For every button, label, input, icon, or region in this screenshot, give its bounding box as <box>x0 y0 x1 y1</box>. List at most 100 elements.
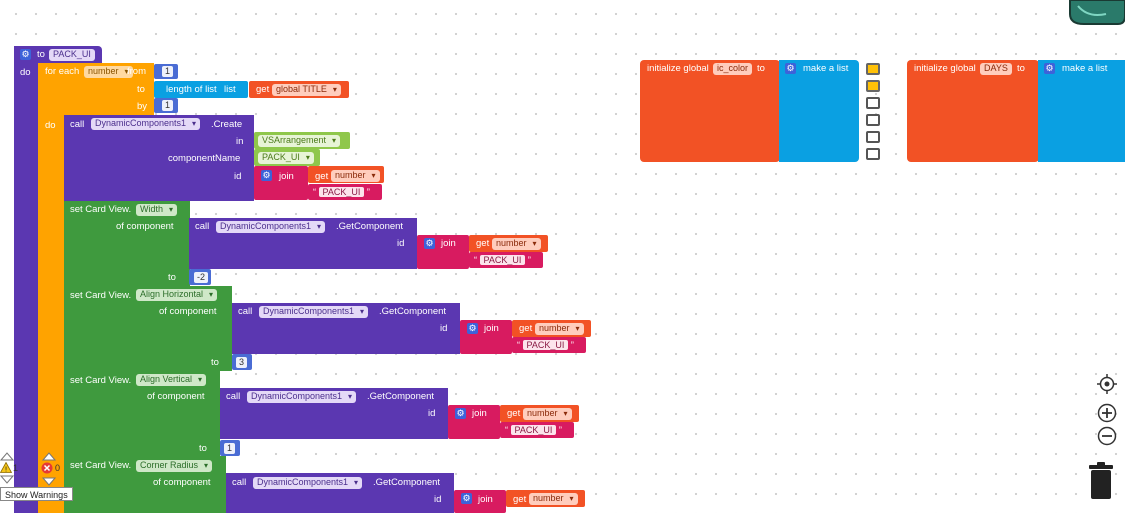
get-label-2: get <box>519 323 533 334</box>
create-join-mutator-icon[interactable] <box>261 170 272 181</box>
join-mutator-icon-4[interactable] <box>461 493 472 504</box>
string-text-1[interactable]: “ PACK_UI ” <box>474 255 531 265</box>
init-global-days-label: initialize global <box>914 63 976 74</box>
get-label-3: get <box>507 408 521 419</box>
set-width-to-label: to <box>168 272 176 283</box>
set-width-of-component-label: of component <box>116 221 174 232</box>
get-list-variable-dropdown[interactable]: global TITLE <box>272 84 341 96</box>
error-icon <box>41 462 53 474</box>
procedure-name-field[interactable]: PACK_UI <box>49 49 95 61</box>
list-item-slot-4[interactable] <box>866 114 880 126</box>
procedure-block[interactable] <box>14 46 38 513</box>
getcomponent-method-label-3: .GetComponent <box>367 391 435 402</box>
get-label-1: get <box>476 238 490 249</box>
set-corner-radius-property-dropdown[interactable]: Corner Radius <box>136 460 213 472</box>
list-item-slot-6[interactable] <box>866 148 880 160</box>
in-component-dropdown[interactable]: VSArrangement <box>258 135 341 147</box>
component-name-label: componentName <box>168 153 241 164</box>
set-align-vertical-property-dropdown[interactable]: Align Vertical <box>136 374 207 386</box>
set-width-property-dropdown[interactable]: Width <box>136 204 178 216</box>
svg-text:!: ! <box>5 466 8 474</box>
show-warnings-button[interactable]: Show Warnings <box>0 487 73 501</box>
getcomponent-component-dropdown-1[interactable]: DynamicComponents1 <box>216 221 326 233</box>
init-global-ic-color-block[interactable] <box>640 60 780 162</box>
procedure-mutator-icon[interactable] <box>20 49 31 60</box>
list-item-slot-3[interactable] <box>866 97 880 109</box>
get-variable-dropdown-1[interactable]: number <box>492 238 541 250</box>
getcomponent-component-dropdown-4[interactable]: DynamicComponents1 <box>253 477 363 489</box>
string-text-3[interactable]: “ PACK_UI ” <box>505 425 562 435</box>
create-join-label: join <box>279 171 294 182</box>
get-label-4: get <box>513 494 527 505</box>
warning-down-arrow-icon[interactable] <box>0 475 14 484</box>
join-mutator-icon-3[interactable] <box>455 408 466 419</box>
join-label-3: join <box>472 408 487 419</box>
list-item-slot-2[interactable] <box>866 80 880 92</box>
trash-icon[interactable] <box>1087 462 1115 500</box>
by-number-field[interactable]: 1 <box>162 100 174 111</box>
zoom-in-icon[interactable] <box>1097 403 1117 423</box>
init-global-days-block[interactable] <box>907 60 1039 162</box>
getcomponent-component-dropdown-3[interactable]: DynamicComponents1 <box>247 391 357 403</box>
join-label-4: join <box>478 494 493 505</box>
get-label: get <box>256 84 270 95</box>
error-down-arrow-icon[interactable] <box>42 477 56 486</box>
getcomponent-method-label-1: .GetComponent <box>336 221 404 232</box>
create-id-label: id <box>234 171 242 182</box>
get-variable-dropdown-3[interactable]: number <box>523 408 572 420</box>
make-a-list-label-1: make a list <box>803 63 849 74</box>
make-a-list-mutator-icon-2[interactable] <box>1044 63 1055 74</box>
create-string-text[interactable]: “ PACK_UI ” <box>313 187 370 197</box>
make-a-list-block-1[interactable] <box>779 60 859 162</box>
from-number-field[interactable]: 1 <box>162 66 174 77</box>
set-align-horizontal-property-dropdown[interactable]: Align Horizontal <box>136 289 218 301</box>
create-get-variable-dropdown[interactable]: number <box>331 170 380 182</box>
list-label: list <box>224 84 236 95</box>
warning-count: 1 <box>13 463 19 473</box>
in-label: in <box>236 136 244 147</box>
backpack-icon[interactable] <box>1066 0 1125 26</box>
init-global-ic-color-label: initialize global <box>647 63 709 74</box>
string-text-2[interactable]: “ PACK_UI ” <box>517 340 574 350</box>
getcomponent-call-label-1: call <box>195 221 210 232</box>
warning-icon: ! <box>0 462 12 473</box>
by-label: by <box>137 101 148 112</box>
zoom-out-icon[interactable] <box>1097 426 1117 446</box>
make-a-list-label-2: make a list <box>1062 63 1108 74</box>
for-each-label: for each <box>45 66 80 77</box>
global-ic-color-name-field[interactable]: ic_color <box>713 63 753 75</box>
create-call-label: call <box>70 119 85 130</box>
getcomponent-component-dropdown-2[interactable]: DynamicComponents1 <box>259 306 369 318</box>
set-align-vertical-value-field[interactable]: 1 <box>224 443 236 454</box>
getcomponent-method-label-2: .GetComponent <box>379 306 447 317</box>
get-variable-dropdown-4[interactable]: number <box>529 493 578 505</box>
from-label: from <box>127 66 146 77</box>
join-label-1: join <box>441 238 456 249</box>
warning-up-arrow-icon[interactable] <box>0 452 14 461</box>
make-a-list-block-2[interactable] <box>1038 60 1125 162</box>
set-corner-radius-of-component-label: of component <box>153 477 211 488</box>
procedure-do-label: do <box>20 67 31 78</box>
getcomponent-id-label-3: id <box>428 408 436 419</box>
set-width-value-field[interactable]: -2 <box>194 272 209 283</box>
getcomponent-call-label-4: call <box>232 477 247 488</box>
set-align-horizontal-value-field[interactable]: 3 <box>236 357 248 368</box>
for-each-block[interactable] <box>38 63 64 513</box>
set-align-vertical-label: set Card View. <box>70 375 132 386</box>
length-of-list-block[interactable] <box>154 81 248 98</box>
get-variable-dropdown-2[interactable]: number <box>535 323 584 335</box>
component-name-dropdown[interactable]: PACK_UI <box>258 152 314 164</box>
procedure-to-label: to <box>37 49 45 60</box>
error-up-arrow-icon[interactable] <box>42 452 56 461</box>
create-component-dropdown[interactable]: DynamicComponents1 <box>91 118 201 130</box>
join-mutator-icon-1[interactable] <box>424 238 435 249</box>
getcomponent-call-label-2: call <box>238 306 253 317</box>
list-item-slot-5[interactable] <box>866 131 880 143</box>
make-a-list-mutator-icon-1[interactable] <box>785 63 796 74</box>
recenter-icon[interactable] <box>1097 374 1117 394</box>
create-get-label: get <box>315 171 329 182</box>
list-item-slot-1[interactable] <box>866 63 880 75</box>
global-days-name-field[interactable]: DAYS <box>980 63 1012 75</box>
loop-variable-field[interactable]: number <box>84 66 133 78</box>
join-mutator-icon-2[interactable] <box>467 323 478 334</box>
